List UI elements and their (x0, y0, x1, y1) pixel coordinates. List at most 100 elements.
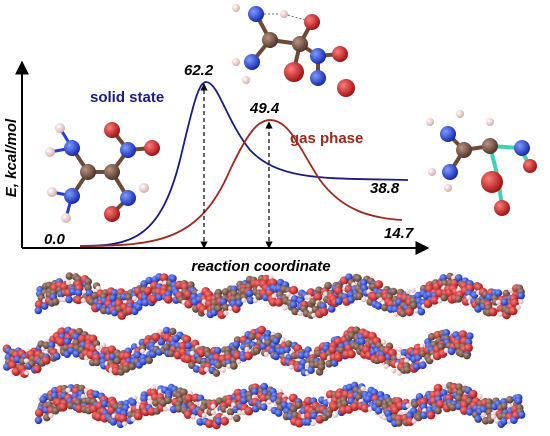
crystal-atom (310, 421, 316, 427)
crystal-atom (283, 346, 291, 354)
crystal-atom (226, 363, 232, 369)
crystal-atom (490, 414, 497, 420)
crystal-atom (289, 405, 298, 413)
crystal-atom (518, 299, 524, 305)
crystal-atom (466, 332, 474, 340)
crystal-atom (74, 289, 83, 297)
crystal-atom (34, 306, 43, 315)
crystal-atom (360, 386, 366, 392)
crystal-atom (34, 408, 44, 418)
crystal-atom (145, 276, 153, 285)
crystal-atom (304, 418, 313, 426)
crystal-atom (133, 351, 142, 359)
crystal-atom (122, 365, 131, 373)
crystal-layer (34, 272, 525, 320)
crystal-atom (147, 400, 153, 406)
crystal-atom (53, 352, 61, 361)
series-solid-state-curve (79, 81, 409, 247)
crystal-atom (214, 417, 223, 426)
crystal-atom (280, 337, 286, 343)
crystal-atom (143, 286, 153, 296)
crystal-atom (420, 411, 428, 420)
crystal-atom (454, 394, 463, 402)
crystal-atom (396, 346, 402, 353)
crystal-atom (328, 345, 338, 355)
crystal-atom (164, 396, 172, 405)
crystal-atom (77, 384, 86, 393)
crystal-atom (34, 416, 43, 425)
crystal-atom (297, 311, 303, 317)
crystal-atom (39, 395, 47, 404)
crystal-atom (203, 366, 210, 373)
crystal-atom (220, 416, 230, 426)
crystal-atom (157, 338, 166, 346)
crystal-atom (65, 272, 74, 280)
crystal-atom (162, 326, 171, 335)
crystal-atom (364, 395, 373, 403)
crystal-atom (480, 412, 486, 418)
transition-state-molecule (232, 4, 355, 97)
crystal-atom (285, 291, 291, 297)
crystal-atom (205, 419, 214, 428)
crystal-atom (240, 396, 248, 405)
crystal-atom (248, 332, 256, 341)
crystal-atom (93, 358, 101, 367)
crystal-atom (374, 280, 384, 289)
crystal-atom (272, 352, 280, 361)
crystal-atom (259, 393, 268, 403)
crystal-atom (237, 409, 243, 415)
crystal-atom (319, 307, 329, 316)
crystal-atom (307, 366, 315, 375)
crystal-atom (500, 417, 508, 426)
crystal-atom (246, 296, 255, 305)
crystal-atom (233, 414, 241, 423)
product-molecule (426, 110, 537, 216)
crystal-atom (426, 410, 436, 420)
crystal-atom (24, 370, 30, 376)
crystal-atom (178, 341, 188, 351)
value-label-gas-ts: 49.4 (249, 100, 280, 117)
crystal-atom (260, 403, 268, 411)
crystal-atom (275, 397, 283, 406)
crystal-atom (395, 419, 403, 427)
crystal-atom (272, 337, 281, 345)
crystal-atom (167, 349, 175, 358)
crystal-atom (168, 327, 177, 336)
crystal-atom (201, 412, 207, 418)
crystal-atom (289, 301, 298, 309)
crystal-atom (515, 304, 521, 310)
crystal-atom (162, 406, 168, 412)
crystal-atom (350, 402, 360, 411)
crystal-atom (284, 340, 293, 348)
crystal-atom (7, 360, 17, 370)
crystal-atom (405, 307, 414, 317)
crystal-atom (214, 361, 223, 370)
crystal-atom (274, 409, 283, 417)
crystal-atom (172, 334, 180, 343)
crystal-atom (183, 354, 193, 364)
crystal-atom (157, 329, 163, 335)
crystal-atom (282, 305, 288, 311)
crystal-atom (464, 343, 473, 353)
crystal-atom (264, 338, 272, 347)
crystal-atom (134, 303, 143, 312)
crystal-atom (404, 358, 410, 364)
crystal-atom (466, 294, 472, 301)
crystal-atom (109, 418, 118, 426)
crystal-layer (34, 381, 526, 430)
value-label-start: 0.0 (44, 231, 66, 248)
crystal-atom (40, 302, 49, 310)
crystal-atom (297, 351, 306, 360)
crystal-atom (252, 347, 261, 355)
crystal-atom (28, 359, 36, 368)
crystal-atom (274, 297, 284, 307)
crystal-atom (430, 295, 440, 305)
crystal-atom (374, 406, 383, 415)
crystal-atom (340, 399, 349, 408)
crystal-atom (510, 416, 518, 425)
crystal-atom (488, 307, 498, 317)
crystal-atom (455, 383, 463, 391)
y-axis-label: E, kcal/mol (3, 118, 20, 197)
crystal-atom (80, 297, 86, 304)
crystal-atom (479, 405, 488, 414)
